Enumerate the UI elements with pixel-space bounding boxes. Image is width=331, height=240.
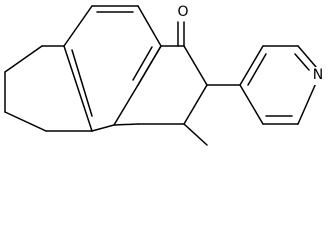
nitrogen-label: N (313, 67, 323, 83)
bond (183, 45, 208, 86)
bond (4, 111, 47, 132)
pyridine-ring (239, 45, 317, 125)
bond (113, 84, 139, 126)
benzene-ring (63, 5, 162, 132)
bond (4, 45, 43, 73)
bond (113, 123, 139, 126)
bond (137, 45, 162, 86)
bond (91, 124, 115, 132)
oxygen-label: O (177, 4, 188, 20)
carbonyl-group (177, 21, 185, 47)
bond (239, 45, 264, 86)
methyl-bond (183, 123, 208, 146)
cyclohexane-ring (4, 45, 93, 132)
double-bond-inner (247, 53, 267, 86)
bond (63, 5, 93, 47)
bond (297, 45, 317, 68)
double-bond-inner (71, 49, 93, 117)
bond (239, 84, 264, 125)
bond (183, 84, 208, 125)
molecular-structure: O N (4, 3, 326, 146)
nitrogen-atom: N (310, 67, 326, 85)
bond (137, 5, 162, 47)
cyclohexanone-ring (113, 45, 208, 126)
double-bond-inner (294, 53, 310, 71)
bond (297, 82, 317, 125)
oxygen-atom: O (174, 3, 192, 21)
bond (63, 45, 93, 132)
double-bond-inner (132, 46, 153, 81)
